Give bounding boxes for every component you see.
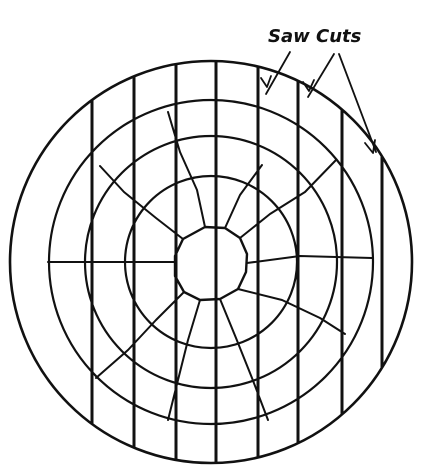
radial-check bbox=[225, 165, 262, 228]
callout-pointer-line bbox=[339, 54, 376, 152]
callout-pointer-line bbox=[308, 54, 334, 97]
heart-pith-ring bbox=[175, 227, 247, 300]
radial-check bbox=[220, 299, 268, 420]
saw-cuts-label: Saw Cuts bbox=[268, 26, 362, 47]
saw-cuts-callout: Saw Cuts bbox=[261, 26, 376, 153]
saw-cut-lines bbox=[92, 62, 382, 462]
callout-pointer-line bbox=[266, 52, 290, 94]
radial-check bbox=[168, 300, 200, 420]
radial-check bbox=[240, 160, 336, 238]
radial-check bbox=[247, 256, 372, 263]
radial-check bbox=[100, 166, 183, 239]
radial-check bbox=[168, 112, 205, 227]
arrowhead-icon bbox=[261, 76, 271, 87]
radial-check bbox=[238, 289, 345, 334]
radial-checks bbox=[48, 112, 372, 420]
